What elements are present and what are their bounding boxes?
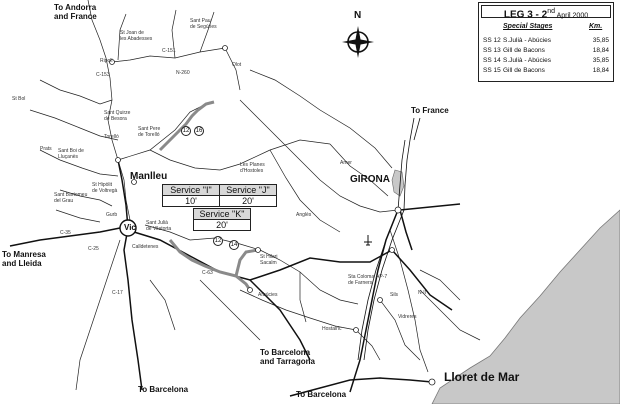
legend-box: LEG 3 - 2nd April 2000 Special Stages Km…: [478, 2, 614, 82]
legend-header-km: Km.: [589, 23, 603, 30]
small-place-label: Vidreres: [398, 314, 417, 320]
small-place-label: Prats: [40, 146, 52, 152]
small-place-label: C-151: [162, 48, 176, 54]
special-stage-route: [158, 100, 259, 291]
label-manlleu: Manlleu: [130, 171, 168, 182]
small-place-label: Anglès: [296, 212, 312, 218]
small-place-label: C-63: [202, 270, 213, 276]
small-place-label: Arbúcies: [258, 292, 278, 298]
stage-badge-16: 16: [194, 126, 204, 136]
small-place-label: Sant Quirze de Besora: [104, 110, 131, 122]
small-place-label: Ripoll: [100, 58, 113, 64]
stage-badge-14: 14: [229, 240, 239, 250]
stage-badge-12: 12: [181, 126, 191, 136]
lake-area: [391, 169, 405, 197]
small-place-label: Sant Julià de Vilatorta: [146, 220, 172, 232]
small-place-label: Hostalric: [322, 326, 342, 332]
small-place-label: Sant Bartomeu del Grau: [54, 192, 88, 204]
label-lloret: Lloret de Mar: [444, 370, 520, 384]
small-place-label: St Hipòlit de Voltregà: [92, 182, 118, 194]
leg-title: LEG 3 - 2nd April 2000: [481, 5, 611, 20]
label-girona: GIRONA: [350, 174, 390, 185]
small-place-label: Calldetenes: [132, 244, 159, 250]
service-i-time: 10': [162, 195, 220, 207]
small-place-label: Sant Boi de Lluçanès: [58, 148, 84, 160]
label-to-barcelona-tarragona: To Barcelona and Tarragona: [260, 348, 315, 366]
small-place-label: Sils: [390, 292, 399, 298]
small-place-label: C-153: [96, 72, 110, 78]
small-place-label: Olot: [232, 62, 242, 68]
small-place-label: N-II: [418, 290, 427, 296]
town-markers: [109, 45, 436, 386]
sea-area: [431, 209, 620, 404]
small-place-label: Sta Coloma de Farners: [348, 274, 375, 286]
compass-icon: [342, 26, 374, 58]
small-place-label: Amer: [340, 160, 352, 166]
stage-badge-12b: 12: [213, 236, 223, 246]
small-place-label: N-260: [176, 70, 190, 76]
label-to-barcelona-southeast: To Barcelona: [296, 390, 347, 399]
minor-roads: [29, 0, 481, 391]
service-k-time: 20': [193, 219, 251, 231]
airport-icon: [364, 235, 372, 246]
small-place-label: Les Planes d'Hostoles: [240, 162, 265, 174]
legend-header-stages: Special Stages: [503, 23, 553, 30]
label-vic: Vic: [124, 223, 136, 232]
small-place-label: Sant Pere de Torelló: [138, 126, 161, 138]
small-place-label: Gurb: [106, 212, 118, 218]
small-place-label: C-35: [60, 230, 71, 236]
label-to-andorra: To Andorra and France: [54, 3, 97, 21]
service-j-time: 20': [219, 195, 277, 207]
small-place-label: C-25: [88, 246, 99, 252]
label-to-barcelona-south: To Barcelona: [138, 385, 189, 394]
vic-marker: [119, 219, 137, 237]
small-place-label: St Hilari Sacalm: [260, 254, 278, 266]
motorway: [357, 117, 421, 361]
small-place-label: C-17: [112, 290, 123, 296]
small-place-label: St Joan de les Abadesses: [120, 30, 153, 42]
compass-north-label: N: [354, 10, 362, 21]
small-place-label: Torelló: [104, 134, 119, 140]
small-place-label: AP-7: [376, 274, 388, 280]
small-place-label: St Bol: [12, 96, 26, 102]
label-to-manresa: To Manresa and Lleida: [2, 250, 46, 268]
small-place-label: Sant Pau de Segúries: [190, 18, 217, 30]
label-to-france: To France: [411, 106, 449, 115]
